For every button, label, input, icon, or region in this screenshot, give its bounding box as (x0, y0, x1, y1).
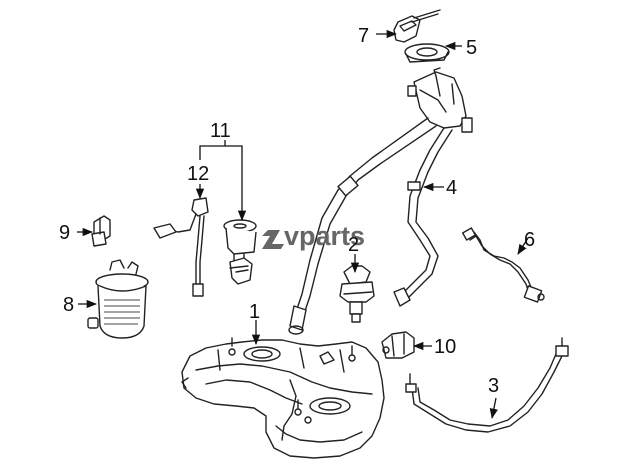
fuel-filter-part (87, 259, 149, 339)
level-sender-part (153, 197, 209, 297)
callout-4: 4 (446, 177, 457, 199)
callout-9: 9 (59, 222, 70, 244)
callout-11: 11 (210, 120, 231, 142)
fuel-tank-part (181, 337, 385, 459)
callout-5: 5 (466, 37, 477, 59)
callout-2: 2 (348, 234, 359, 256)
callout-3: 3 (488, 375, 499, 397)
leader-lines (77, 29, 529, 420)
callout-12: 12 (187, 163, 209, 185)
fuel-cap-part (393, 9, 441, 43)
pump-module-part (223, 219, 257, 285)
callout-1: 1 (249, 301, 260, 323)
filler-gasket-part (404, 43, 450, 63)
connector-part (91, 215, 111, 247)
callout-7: 7 (358, 25, 369, 47)
clip-part (381, 331, 415, 359)
callout-labels: 7 5 4 6 2 9 8 1 10 3 11 12 (59, 25, 535, 397)
valve-part (339, 265, 375, 323)
watermark-text: vparts (284, 221, 365, 251)
wiring-harness-part (461, 227, 545, 303)
filler-neck-part (288, 67, 473, 335)
callout-8: 8 (63, 294, 74, 316)
watermark-logo: vparts (262, 221, 365, 251)
callout-6: 6 (524, 229, 535, 251)
tank-strap-part (405, 337, 569, 433)
callout-10: 10 (434, 336, 456, 358)
